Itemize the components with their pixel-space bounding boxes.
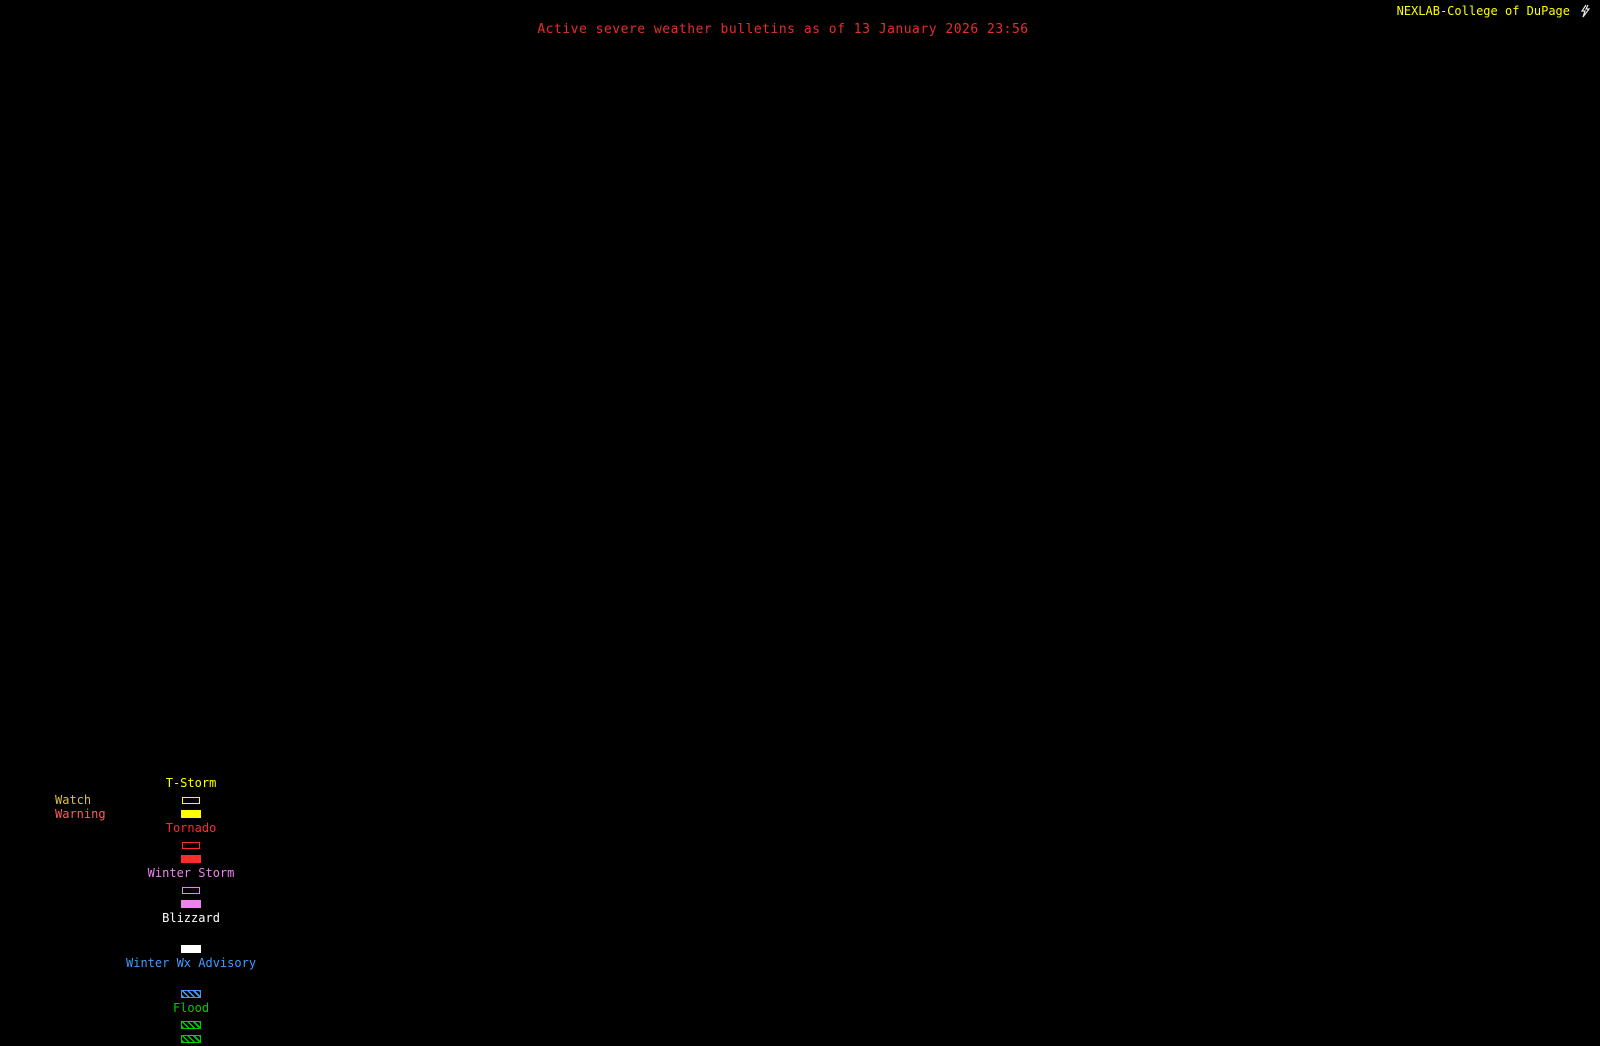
legend-swatch-warning-fill (181, 900, 202, 908)
legend-row-labels: Watch Warning (55, 776, 110, 821)
legend-swatch-watch-outline (182, 841, 201, 849)
legend-column-label: Flood (172, 1001, 210, 1015)
legend-column-label: Blizzard (162, 911, 220, 925)
legend-swatch-warning-fill (181, 855, 202, 863)
legend-column-tornado: Tornado (126, 821, 256, 866)
legend-header-spacer (55, 776, 110, 793)
legend-swatch-cell-watch (182, 883, 201, 897)
legend-column-flood: Flood (126, 1001, 256, 1046)
legend-swatch-cell-warning (181, 897, 202, 911)
legend-swatch-warning-hatch (181, 1035, 202, 1043)
brand-text: NEXLAB-College of DuPage (1396, 4, 1570, 18)
legend-swatch-cell-watch (181, 1018, 202, 1032)
legend-swatch-watch-outline (182, 796, 201, 804)
legend-row-label-warning: Warning (55, 807, 106, 821)
legend-column-label: Tornado (165, 821, 217, 835)
map-area (0, 0, 1600, 900)
legend-swatch-watch-hatch (181, 1021, 202, 1029)
legend-column-winter-storm: Winter Storm (126, 866, 256, 911)
legend-column-winter-wx-advisory: Winter Wx Advisory (126, 956, 256, 1001)
legend-swatch-warning-fill (181, 945, 202, 953)
legend-swatch-warning-fill (181, 810, 202, 818)
legend-swatch-cell-warning (181, 807, 202, 821)
legend-column-blizzard: Blizzard (126, 911, 256, 956)
nexlab-logo-icon (1578, 3, 1592, 18)
legend-swatch-watch-outline (182, 886, 201, 894)
legend-swatch-cell-warning (181, 942, 202, 956)
legend-row-label-watch: Watch (55, 793, 92, 807)
legend-swatch-cell-watch (182, 838, 201, 852)
legend-column-t-storm: T-Storm (126, 776, 256, 821)
legend-column-label: Winter Wx Advisory (126, 956, 257, 970)
legend-column-label: Winter Storm (147, 866, 235, 880)
legend-swatch-cell-watch (182, 793, 201, 807)
legend-swatch-warning-hatch (181, 990, 202, 998)
legend-swatch-cell-warning (181, 987, 202, 1001)
bulletin-title: Active severe weather bulletins as of 13… (537, 22, 1029, 37)
legend-column-label: T-Storm (165, 776, 217, 790)
legend-swatch-cell-warning (181, 852, 202, 866)
legend-swatch-cell-warning (181, 1032, 202, 1046)
